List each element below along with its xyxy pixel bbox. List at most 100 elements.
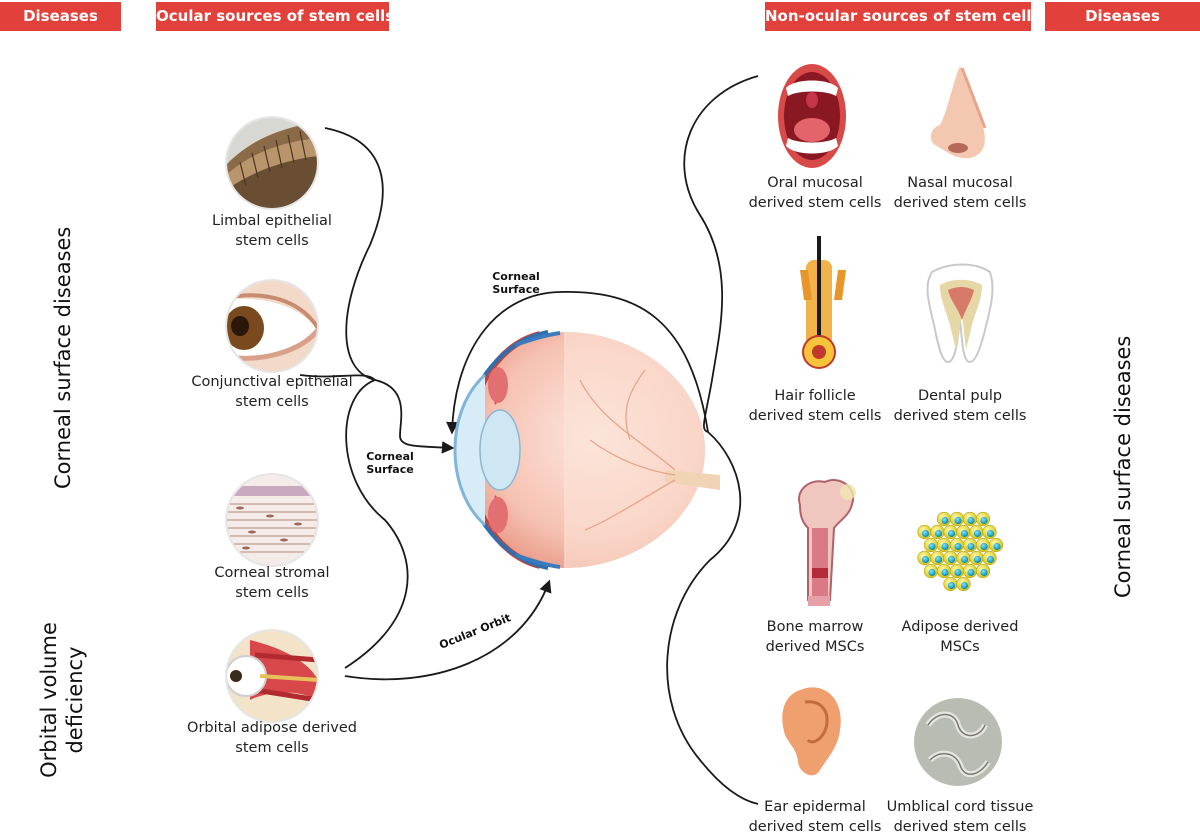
stromal-branch-line [344, 379, 409, 669]
disease-orbital-line2: deficiency [63, 646, 87, 754]
ear-icon [782, 687, 841, 776]
label-orbital-line1: Orbital adipose derived [187, 720, 357, 736]
fat-cell-nucleus [921, 529, 930, 538]
fat-cell-nucleus [986, 555, 995, 564]
label-nasal-line1: Nasal mucosal [907, 175, 1013, 191]
label-ear-epidermal: Ear epidermal derived stem cells [735, 797, 895, 837]
limbal-tissue-icon [225, 116, 319, 210]
disease-corneal-right: Corneal surface diseases [1111, 335, 1135, 598]
hair-follicle-icon [800, 236, 846, 369]
disease-corneal-left: Corneal surface diseases [51, 226, 75, 489]
tooth-icon [926, 263, 994, 364]
anno-left-line2: Surface [366, 463, 414, 476]
label-umbilical-line2: derived stem cells [893, 819, 1027, 835]
label-hair-follicle: Hair follicle derived stem cells [735, 386, 895, 426]
label-conjunctival-line2: stem cells [235, 394, 309, 410]
label-umbilical-cord: Umblical cord tissue derived stem cells [870, 797, 1050, 837]
anno-top-line2: Surface [492, 283, 540, 296]
eye-cross-section-icon [453, 330, 720, 570]
label-dental-pulp: Dental pulp derived stem cells [880, 386, 1040, 426]
fat-cell-nucleus [947, 581, 956, 590]
fat-cell-nucleus [954, 568, 962, 577]
label-adipose-msc: Adipose derived MSCs [880, 617, 1040, 657]
label-hair-line2: derived stem cells [748, 408, 882, 424]
bone-icon [798, 479, 856, 606]
label-bone-marrow: Bone marrow derived MSCs [735, 617, 895, 657]
fat-cell-nucleus [980, 516, 988, 525]
label-stromal-line2: stem cells [235, 585, 309, 601]
fat-cell-nucleus [986, 529, 995, 538]
right-bracket-line [666, 75, 759, 805]
fat-cell-nucleus [947, 555, 956, 564]
orbital-arrow-line [344, 579, 552, 681]
connector-lines [299, 75, 759, 805]
fat-cell-nucleus [967, 542, 975, 551]
fat-cell-nucleus [967, 568, 975, 577]
mouth-icon [778, 64, 846, 168]
adipose-cells-icon [917, 511, 1004, 592]
fat-cell-nucleus [980, 568, 988, 577]
fat-cell-nucleus [973, 529, 982, 538]
label-hair-line1: Hair follicle [774, 388, 856, 404]
fat-cell-nucleus [960, 555, 969, 564]
label-bone-line2: derived MSCs [765, 639, 865, 655]
fat-cell-nucleus [928, 542, 936, 551]
fat-cell-nucleus [954, 516, 962, 525]
fat-cell-nucleus [934, 555, 943, 564]
header-diseases-left: Diseases [0, 2, 121, 31]
conjunctival-branch-line [299, 374, 376, 381]
label-dental-line2: derived stem cells [893, 408, 1027, 424]
nose-icon [930, 66, 987, 159]
annotation-corneal-surface-top: Corneal Surface [486, 270, 546, 296]
label-corneal-stromal: Corneal stromal stem cells [172, 563, 372, 603]
annotation-corneal-surface-left: Corneal Surface [360, 450, 420, 476]
disease-orbital-volume: Orbital volume deficiency [36, 600, 88, 800]
label-nasal-mucosal: Nasal mucosal derived stem cells [880, 173, 1040, 213]
header-diseases-right: Diseases [1045, 2, 1200, 31]
disease-orbital-line1: Orbital volume [37, 622, 61, 778]
label-dental-line1: Dental pulp [917, 388, 1003, 404]
label-adipose-line2: MSCs [940, 639, 980, 655]
fat-cell-nucleus [941, 542, 949, 551]
anno-top-line1: Corneal [492, 270, 540, 283]
label-bone-line1: Bone marrow [766, 619, 864, 635]
fat-cell-nucleus [967, 516, 975, 525]
label-oral-mucosal: Oral mucosal derived stem cells [735, 173, 895, 213]
label-limbal-line2: stem cells [235, 233, 309, 249]
label-limbal-line1: Limbal epithelial [212, 213, 332, 229]
label-orbital-line2: stem cells [235, 740, 309, 756]
fat-cell-nucleus [960, 581, 969, 590]
eye-closeup-icon [225, 279, 319, 373]
fat-cell-nucleus [941, 516, 949, 525]
left-bracket-line [324, 127, 455, 454]
orbit-anatomy-icon [225, 629, 319, 723]
label-nasal-line2: derived stem cells [893, 195, 1027, 211]
corneal-surface-arc [446, 291, 709, 435]
label-adipose-line1: Adipose derived [901, 619, 1019, 635]
fat-cell-nucleus [980, 542, 988, 551]
header-non-ocular-sources: Non-ocular sources of stem cells [765, 2, 1031, 31]
header-ocular-sources: Ocular sources of stem cells [156, 2, 389, 31]
label-oral-line2: derived stem cells [748, 195, 882, 211]
fat-cell-nucleus [934, 529, 943, 538]
label-conjunctival-line1: Conjunctival epithelial [191, 374, 353, 390]
fat-cell-nucleus [941, 568, 949, 577]
label-ear-line2: derived stem cells [748, 819, 882, 835]
fat-cell-nucleus [921, 555, 930, 564]
fat-cell-nucleus [993, 542, 1001, 551]
fat-cell-nucleus [973, 555, 982, 564]
label-orbital-adipose: Orbital adipose derived stem cells [162, 718, 382, 758]
label-limbal: Limbal epithelial stem cells [172, 211, 372, 251]
label-oral-line1: Oral mucosal [767, 175, 863, 191]
label-umbilical-line1: Umblical cord tissue [886, 799, 1034, 815]
stromal-tissue-icon [225, 473, 319, 567]
fat-cell-nucleus [954, 542, 962, 551]
anno-left-line1: Corneal [366, 450, 414, 463]
umbilical-cord-icon [914, 698, 1002, 786]
fat-cell-nucleus [928, 568, 936, 577]
fat-cell-nucleus [960, 529, 969, 538]
fat-cell-nucleus [947, 529, 956, 538]
label-conjunctival: Conjunctival epithelial stem cells [172, 372, 372, 412]
label-ear-line1: Ear epidermal [764, 799, 866, 815]
